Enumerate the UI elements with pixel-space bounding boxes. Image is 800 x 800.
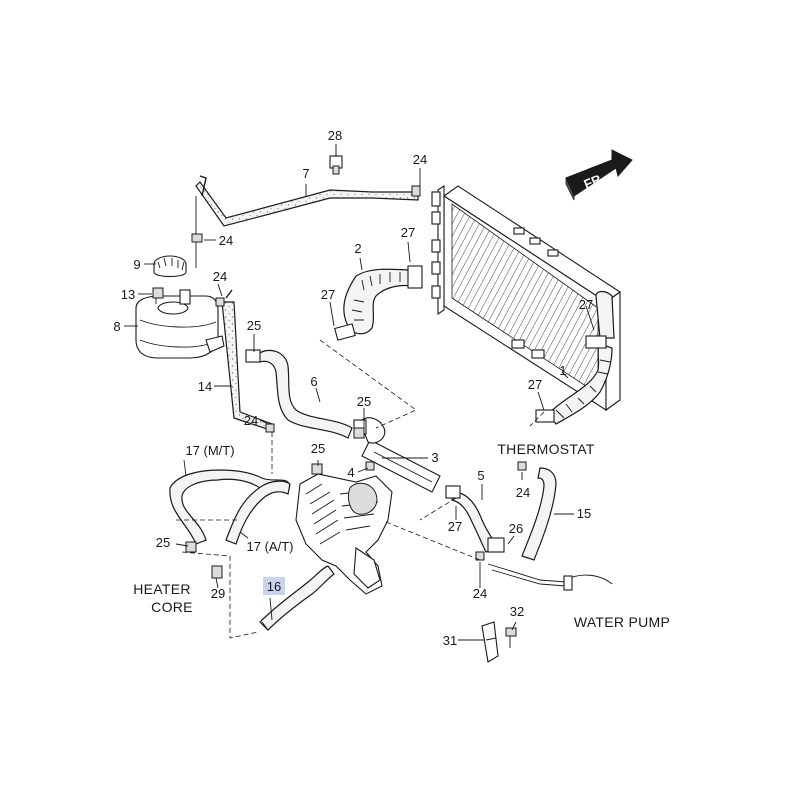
heater-core-label-line1: HEATER <box>133 581 191 597</box>
callout-16-highlight <box>263 577 285 595</box>
callout-27-upper-left: 27 <box>401 225 415 240</box>
callout-7: 7 <box>302 166 309 181</box>
callout-15: 15 <box>577 506 591 521</box>
hose-2 <box>334 265 423 341</box>
callout-26: 26 <box>509 521 523 536</box>
hose-6 <box>245 349 353 439</box>
engine-block <box>295 473 393 595</box>
component-labels: 17 (M/T) 17 (A/T) THERMOSTAT HEATER CORE… <box>133 441 670 630</box>
callout-14: 14 <box>198 379 212 394</box>
callout-31: 31 <box>443 633 457 648</box>
hose-17-mt <box>169 469 291 545</box>
callout-24-reservoir-side: 24 <box>213 269 227 284</box>
bracket-31 <box>481 621 517 663</box>
callout-24-pump: 24 <box>473 586 487 601</box>
callout-27-hose5: 27 <box>448 519 462 534</box>
hose-17-mt-label: 17 (M/T) <box>185 443 234 458</box>
callout-9: 9 <box>133 257 140 272</box>
hose-15 <box>487 467 567 587</box>
callout-1: 1 <box>559 363 566 378</box>
callout-6: 6 <box>310 374 317 389</box>
callout-25-hose6: 25 <box>247 318 261 333</box>
callout-16: 16 <box>267 579 281 594</box>
callout-27-hose1: 27 <box>528 377 542 392</box>
radiator <box>431 184 621 412</box>
callout-8: 8 <box>113 319 120 334</box>
callout-24-hose14: 24 <box>244 413 258 428</box>
coolant-reservoir <box>135 289 225 359</box>
reservoir-cap <box>153 255 187 278</box>
hose-16 <box>259 565 335 631</box>
callouts: 28 7 24 24 27 2 9 24 13 8 27 25 14 6 25 … <box>113 128 593 648</box>
callout-2: 2 <box>354 241 361 256</box>
fr-badge-text: FR <box>582 171 604 192</box>
thermostat-label: THERMOSTAT <box>497 441 595 457</box>
callout-5: 5 <box>477 468 484 483</box>
callout-27-right: 27 <box>579 297 593 312</box>
callout-25-thermostat: 25 <box>357 394 371 409</box>
callout-29: 29 <box>211 586 225 601</box>
water-pump-label: WATER PUMP <box>574 614 670 630</box>
dashed-connections <box>176 339 545 639</box>
callout-25-heater: 25 <box>156 535 170 550</box>
callout-24-top: 24 <box>413 152 427 167</box>
hose-clamps <box>185 185 527 579</box>
callout-24-hose15: 24 <box>516 485 530 500</box>
front-direction-badge: FR <box>565 149 633 201</box>
callout-24-reservoir-upper: 24 <box>219 233 233 248</box>
radiator-top-brackets <box>431 191 559 359</box>
callout-27-hose2-lower: 27 <box>321 287 335 302</box>
callout-32: 32 <box>510 604 524 619</box>
leader-lines <box>124 144 595 641</box>
callout-25-pipe3: 25 <box>311 441 325 456</box>
callout-3: 3 <box>431 450 438 465</box>
sensor-13 <box>152 287 164 304</box>
callout-4: 4 <box>347 465 354 480</box>
hose-1 <box>535 290 615 425</box>
hose-17-at-label: 17 (A/T) <box>247 539 294 554</box>
water-pump <box>563 574 613 591</box>
heater-core-label-line2: CORE <box>151 599 193 615</box>
hose-5 <box>445 485 505 553</box>
hose-7 <box>195 175 419 268</box>
callout-28: 28 <box>328 128 342 143</box>
callout-13: 13 <box>121 287 135 302</box>
